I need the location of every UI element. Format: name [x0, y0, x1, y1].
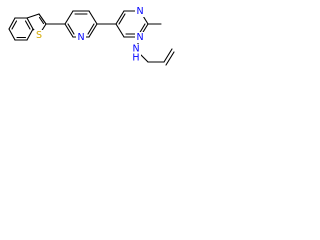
- bond-inner: [11, 20, 18, 30]
- bond: [88, 23, 98, 38]
- bond: [115, 10, 125, 25]
- bond-inner: [118, 13, 126, 25]
- bonds: [8, 10, 175, 66]
- amine-nitrogen-label: N: [132, 44, 139, 55]
- bond-inner: [38, 16, 45, 25]
- bond-inner: [67, 23, 75, 35]
- bond: [115, 23, 125, 38]
- pyridine-nitrogen-label: N: [77, 32, 84, 43]
- molecule-structure: S N N N N H: [8, 6, 175, 66]
- bond-inner: [165, 51, 175, 66]
- amine-hydrogen-label: H: [132, 53, 139, 64]
- atom-labels: S N N N N H: [34, 6, 145, 64]
- bond: [26, 13, 40, 19]
- sulfur-atom-label: S: [36, 30, 42, 41]
- bond: [38, 13, 47, 25]
- bond: [163, 48, 173, 63]
- bond: [64, 10, 74, 25]
- bond: [8, 17, 16, 30]
- bond: [64, 23, 74, 38]
- bond: [88, 10, 98, 25]
- pyrimidine-nitrogen-1-label: N: [136, 6, 143, 17]
- bond-inner: [24, 20, 31, 30]
- bond: [8, 28, 16, 41]
- bond: [26, 28, 34, 41]
- bond-inner: [87, 23, 95, 35]
- bond: [26, 17, 34, 30]
- pyrimidine-nitrogen-3-label: N: [136, 32, 143, 43]
